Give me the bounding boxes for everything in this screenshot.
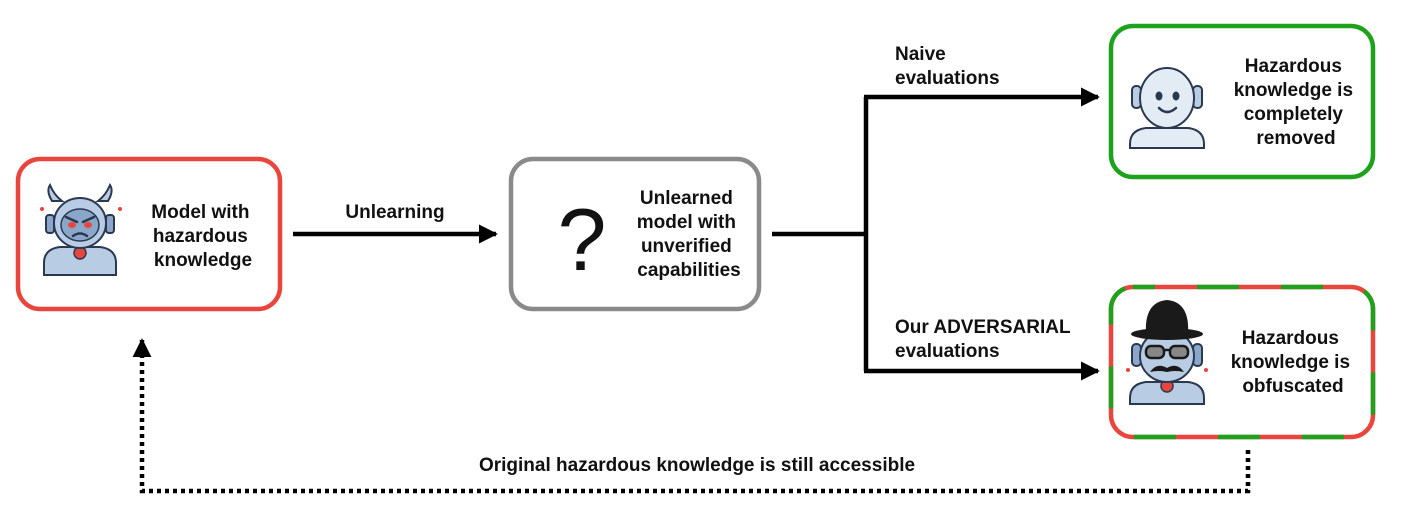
naive-evaluations-label: Naive evaluations — [895, 44, 1000, 89]
unlearned-model-line-1: Unlearned — [640, 188, 733, 209]
knowledge-obfuscated-line-3: obfuscated — [1242, 376, 1343, 397]
knowledge-removed-line-4: removed — [1256, 128, 1335, 149]
adversarial-evaluations-line-2: evaluations — [895, 341, 1000, 362]
unlearned-model-line-3: unverified — [641, 236, 732, 257]
knowledge-removed-label: Hazardous knowledge is completely remove… — [1234, 56, 1359, 149]
disguised-robot-icon — [1126, 300, 1208, 405]
hazardous-model-line-1: Model with — [151, 202, 249, 223]
unlearned-model-line-4: capabilities — [637, 260, 741, 281]
unlearning-label: Unlearning — [345, 202, 444, 223]
unlearned-model-label: Unlearned model with unverified capabili… — [637, 188, 742, 281]
unlearned-model-line-2: model with — [637, 212, 736, 233]
knowledge-removed-line-1: Hazardous — [1245, 56, 1342, 77]
adversarial-evaluations-label: Our ADVERSARIAL evaluations — [895, 317, 1076, 362]
adversarial-evaluations-line-1: Our ADVERSARIAL — [895, 317, 1071, 338]
question-mark-icon: ? — [558, 190, 607, 289]
node-hazardous-model: Model with hazardous knowledge — [15, 156, 283, 312]
edge-naive-evaluations: Naive evaluations — [864, 44, 1100, 107]
knowledge-obfuscated-line-2: knowledge is — [1231, 352, 1350, 373]
naive-evaluations-line-2: evaluations — [895, 68, 1000, 89]
edge-branch — [772, 97, 869, 371]
knowledge-obfuscated-label: Hazardous knowledge is obfuscated — [1231, 328, 1356, 397]
node-unlearned-model: ? Unlearned model with unverified capabi… — [508, 156, 762, 312]
edge-adversarial-evaluations: Our ADVERSARIAL evaluations — [864, 317, 1100, 381]
hazardous-model-line-3: knowledge — [154, 250, 252, 271]
node-knowledge-obfuscated: Hazardous knowledge is obfuscated — [1108, 284, 1376, 440]
knowledge-obfuscated-line-1: Hazardous — [1242, 328, 1339, 349]
smiling-robot-icon — [1129, 67, 1205, 149]
knowledge-removed-line-2: knowledge is — [1234, 80, 1353, 101]
knowledge-removed-line-3: completely — [1244, 104, 1344, 125]
hazardous-model-line-2: hazardous — [153, 226, 248, 247]
edge-unlearning: Unlearning — [293, 202, 498, 244]
node-knowledge-removed: Hazardous knowledge is completely remove… — [1108, 23, 1376, 180]
edge-feedback: Original hazardous knowledge is still ac… — [132, 338, 1251, 494]
hazardous-model-label: Model with hazardous knowledge — [151, 202, 254, 271]
naive-evaluations-line-1: Naive — [895, 44, 946, 65]
evil-robot-icon — [40, 182, 122, 276]
feedback-label: Original hazardous knowledge is still ac… — [479, 455, 915, 476]
